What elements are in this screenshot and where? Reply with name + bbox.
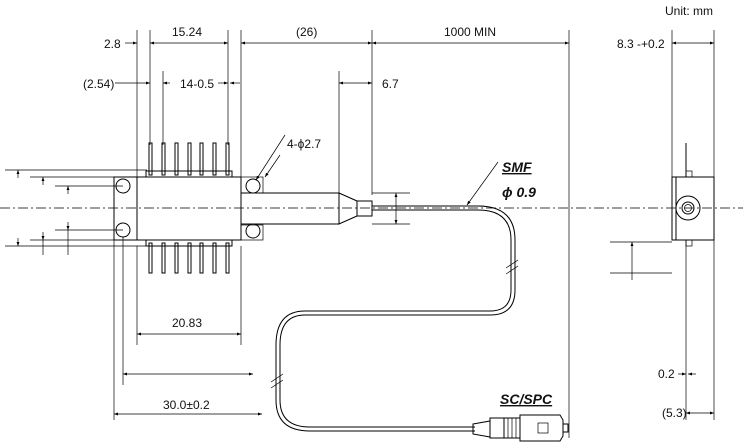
fiber-type-label: SMF bbox=[502, 159, 532, 175]
dim-30: 30.0±0.2 bbox=[163, 398, 210, 412]
dim-6-7: 6.7 bbox=[382, 77, 399, 91]
sc-connector bbox=[472, 414, 569, 442]
dim-1000-min: 1000 MIN bbox=[444, 25, 496, 39]
package-top-view bbox=[113, 142, 373, 274]
dim-20-83: 20.83 bbox=[172, 316, 202, 330]
fiber-diameter-label: ϕ 0.9 bbox=[502, 184, 536, 200]
dim-26: (26) bbox=[296, 25, 317, 39]
dim-8-3: 8.3 -+0.2 bbox=[617, 37, 665, 51]
dim-2-8: 2.8 bbox=[104, 37, 121, 51]
connector-label: SC/SPC bbox=[500, 391, 553, 407]
dim-5-3: (5.3) bbox=[662, 406, 687, 420]
dimension-lines bbox=[5, 41, 714, 416]
dim-2-54: (2.54) bbox=[83, 77, 114, 91]
dim-15-24: 15.24 bbox=[172, 25, 202, 39]
package-side-view bbox=[671, 143, 715, 247]
extension-lines bbox=[113, 30, 715, 438]
dim-14-0-5: 14-0.5 bbox=[180, 77, 214, 91]
dim-holes: 4-ϕ2.7 bbox=[287, 137, 321, 151]
unit-label: Unit: mm bbox=[665, 4, 713, 18]
fiber-cable bbox=[270, 205, 519, 432]
dim-0-2: 0.2 bbox=[658, 367, 675, 381]
